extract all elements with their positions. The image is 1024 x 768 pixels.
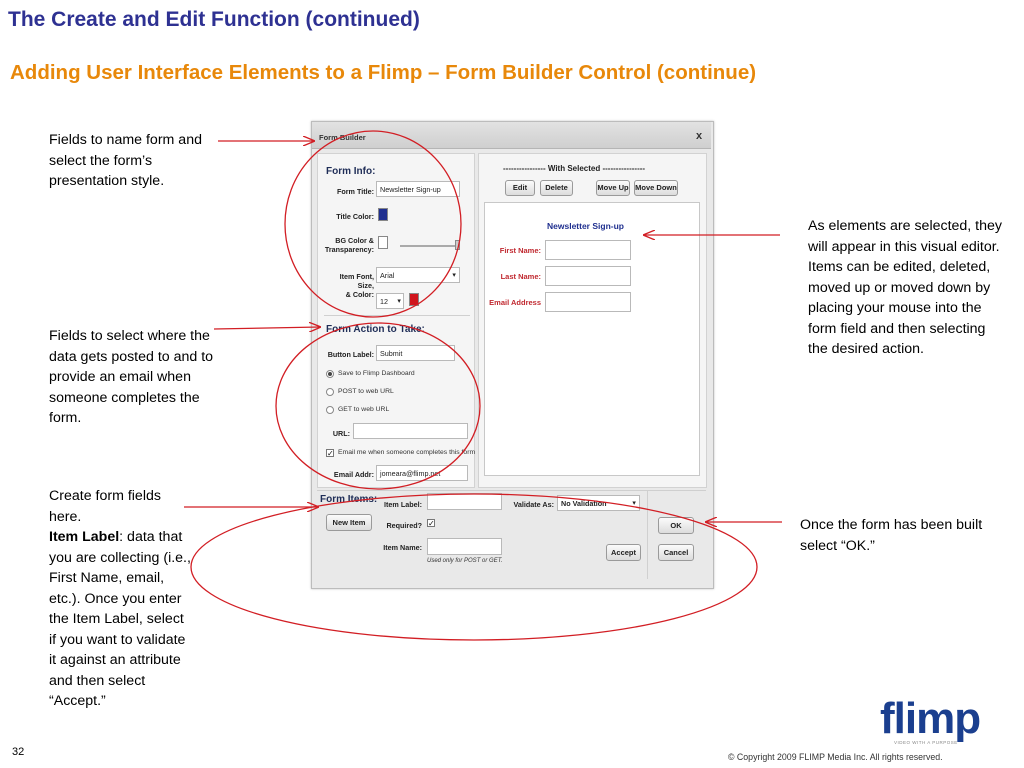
radio-post[interactable]: [326, 388, 334, 396]
cancel-button[interactable]: Cancel: [658, 544, 694, 561]
form-items-heading: Form Items:: [320, 494, 378, 505]
note-item-label-term: Item Label: [49, 529, 120, 545]
chevron-down-icon: ▾: [397, 296, 401, 305]
arrow-form-action: [213, 327, 320, 329]
form-title-input[interactable]: Newsletter Sign-up: [376, 181, 460, 197]
preview-first-name-input[interactable]: [545, 240, 631, 260]
divider: [647, 491, 648, 579]
delete-button[interactable]: Delete: [540, 180, 573, 196]
item-font-label-line1: Item Font,: [339, 272, 374, 281]
form-info-heading: Form Info:: [326, 166, 376, 177]
url-input[interactable]: [353, 423, 468, 439]
item-label-label: Item Label:: [384, 500, 422, 509]
note-create-intro: Create form fields here.: [49, 488, 161, 525]
validate-value: No Validation: [561, 499, 607, 508]
slide-title: The Create and Edit Function (continued): [8, 8, 420, 31]
item-name-hint: Used only for POST or GET.: [427, 558, 503, 564]
item-font-value: Arial: [380, 271, 395, 280]
validate-label: Validate As:: [513, 500, 554, 509]
bg-color-label-line1: BG Color &: [335, 236, 374, 245]
preview-email-label: Email Address: [489, 298, 541, 307]
preview-last-name-input[interactable]: [545, 266, 631, 286]
move-up-button[interactable]: Move Up: [596, 180, 630, 196]
item-name-input[interactable]: [427, 538, 502, 555]
item-size-select[interactable]: 12 ▾: [376, 293, 404, 309]
page-number: 32: [12, 746, 25, 758]
form-action-heading: Form Action to Take:: [326, 324, 425, 335]
slide-subtitle: Adding User Interface Elements to a Flim…: [10, 61, 757, 84]
note-ok: Once the form has been built select “OK.…: [800, 517, 983, 554]
copyright-text: © Copyright 2009 FLIMP Media Inc. All ri…: [728, 752, 943, 762]
note-form-action-fields: Fields to select where the data gets pos…: [49, 328, 214, 426]
url-label: URL:: [332, 429, 350, 438]
required-label: Required?: [386, 521, 422, 530]
title-color-label: Title Color:: [336, 212, 374, 221]
preview-email-input[interactable]: [545, 292, 631, 312]
title-color-swatch[interactable]: [378, 208, 388, 221]
close-icon[interactable]: x: [696, 130, 703, 142]
preview-form-title: Newsletter Sign-up: [547, 221, 624, 231]
form-builder-dialog: Form Builder x Form Info: Form Title: Ne…: [311, 121, 714, 589]
note-form-name-fields: Fields to name form and select the form’…: [49, 132, 202, 189]
item-name-label: Item Name:: [383, 543, 422, 552]
item-font-label-line3: & Color:: [345, 290, 374, 299]
note-item-label-desc: : data that you are collecting (i.e., Fi…: [49, 529, 191, 709]
divider: [324, 315, 470, 316]
bg-color-label-line2: Transparency:: [324, 245, 374, 254]
visual-editor-panel: ---------------- With Selected ---------…: [478, 153, 707, 488]
with-selected-heading: ---------------- With Selected ---------…: [503, 164, 646, 173]
highlight-ellipse-form-info: [284, 130, 462, 318]
item-size-value: 12: [380, 297, 388, 306]
email-checkbox-label: Email me when someone completes this for…: [338, 449, 476, 456]
flimp-logo: flimp VIDEO WITH A PURPOSE: [880, 694, 984, 750]
form-preview-canvas[interactable]: Newsletter Sign-up First Name: Last Name…: [484, 202, 700, 476]
highlight-ellipse-form-action: [275, 322, 481, 490]
item-font-label: Item Font, Size, & Color:: [322, 272, 374, 299]
logo-tagline: VIDEO WITH A PURPOSE: [894, 740, 958, 745]
radio-post-label: POST to web URL: [338, 388, 394, 395]
button-label-input[interactable]: Submit: [376, 345, 455, 361]
move-down-button[interactable]: Move Down: [634, 180, 678, 196]
item-font-label-line2: Size,: [357, 281, 374, 290]
chevron-down-icon: ▾: [632, 498, 636, 507]
radio-dashboard[interactable]: [326, 370, 334, 378]
item-font-select[interactable]: Arial ▾: [376, 267, 460, 283]
preview-first-name-label: First Name:: [499, 246, 541, 255]
chevron-down-icon: ▾: [452, 270, 456, 279]
new-item-button[interactable]: New Item: [326, 514, 372, 531]
radio-get[interactable]: [326, 406, 334, 414]
required-checkbox[interactable]: ✓: [427, 519, 435, 528]
highlight-ellipse-form-items: [190, 493, 758, 641]
transparency-slider-track[interactable]: [400, 245, 460, 247]
form-title-label: Form Title:: [336, 187, 374, 196]
button-label-label: Button Label:: [327, 350, 374, 359]
form-settings-panel: Form Info: Form Title: Newsletter Sign-u…: [317, 153, 475, 488]
email-addr-label: Email Addr:: [333, 470, 374, 479]
note-form-items: Create form fields here. Item Label: dat…: [49, 486, 191, 712]
preview-last-name-label: Last Name:: [500, 272, 541, 281]
item-color-swatch[interactable]: [409, 293, 419, 306]
bg-color-swatch[interactable]: [378, 236, 388, 249]
edit-button[interactable]: Edit: [505, 180, 535, 196]
note-visual-editor: As elements are selected, they will appe…: [808, 218, 1002, 357]
radio-get-label: GET to web URL: [338, 406, 390, 413]
logo-wordmark: flimp: [880, 694, 981, 743]
ok-button[interactable]: OK: [658, 517, 694, 534]
radio-dashboard-label: Save to Flimp Dashboard: [338, 370, 415, 377]
accept-button[interactable]: Accept: [606, 544, 641, 561]
email-checkbox[interactable]: ✓: [326, 449, 334, 458]
bg-color-label: BG Color & Transparency:: [322, 236, 374, 254]
